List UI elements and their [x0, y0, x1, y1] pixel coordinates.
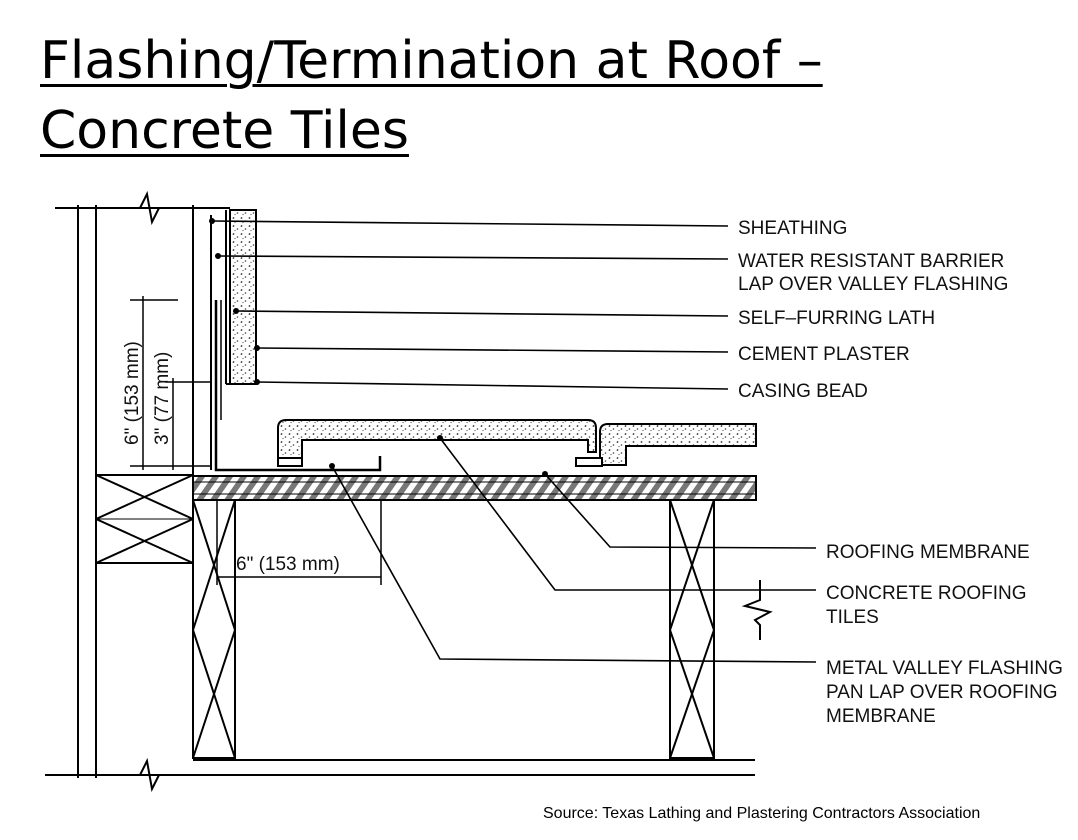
break-symbol-top	[139, 190, 160, 226]
dimension-vertical-6in: 6" (153 mm)	[122, 341, 143, 445]
source-citation: Source: Texas Lathing and Plastering Con…	[543, 805, 981, 822]
label-plaster: CEMENT PLASTER	[738, 344, 910, 365]
dimension-horizontal-6in: 6" (153 mm)	[236, 554, 340, 575]
break-symbol-bottom	[139, 757, 160, 793]
label-tiles-line2: TILES	[826, 607, 879, 628]
cement-plaster-wall	[210, 209, 257, 470]
dimension-vertical-3in: 3" (77 mm)	[152, 352, 173, 445]
metal-valley-flashing	[214, 300, 382, 472]
label-sheathing: SHEATHING	[738, 218, 847, 239]
joist-left	[192, 499, 236, 759]
joist-right	[669, 499, 715, 759]
label-wrb-line2: LAP OVER VALLEY FLASHING	[738, 274, 1008, 295]
page-title: Flashing/Termination at Roof – Concrete …	[40, 26, 823, 166]
leader-dots	[209, 218, 548, 477]
label-roofing-membrane: ROOFING MEMBRANE	[826, 542, 1030, 563]
concrete-roofing-tiles	[277, 419, 757, 467]
roofing-membrane-deck	[192, 475, 757, 501]
title-line-1: Flashing/Termination at Roof –	[40, 31, 823, 91]
label-casing-bead: CASING BEAD	[738, 381, 868, 402]
leader-lines	[211, 220, 817, 663]
break-symbol-right	[741, 580, 773, 640]
dimension-lines	[130, 296, 382, 585]
title-line-2: Concrete Tiles	[40, 101, 409, 161]
label-lath: SELF–FURRING LATH	[738, 308, 935, 329]
label-wrb-line1: WATER RESISTANT BARRIER	[738, 251, 1004, 272]
label-tiles-line1: CONCRETE ROOFING	[826, 583, 1027, 604]
label-flashing-line1: METAL VALLEY FLASHING	[826, 658, 1063, 679]
label-flashing-line2: PAN LAP OVER ROOFING	[826, 682, 1058, 703]
wall-framing	[45, 205, 755, 778]
label-flashing-line3: MEMBRANE	[826, 706, 936, 727]
wall-top-plate	[95, 474, 194, 564]
